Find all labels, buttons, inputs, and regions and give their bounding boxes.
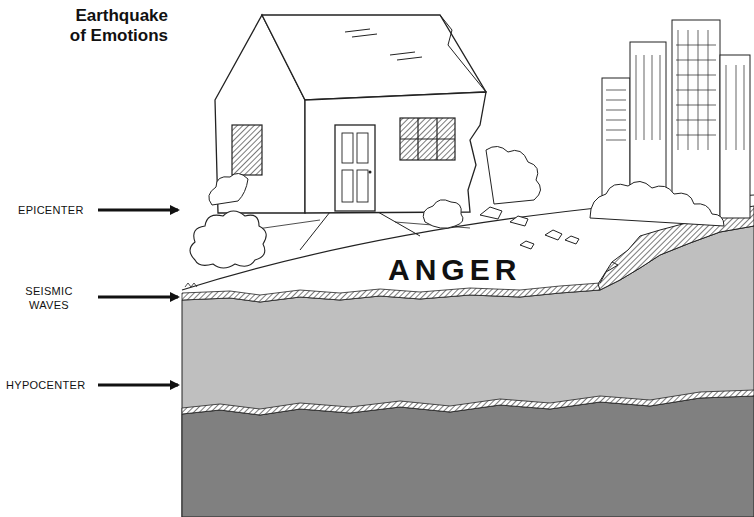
- layer-label: HYPOCENTER: [6, 378, 85, 392]
- diagram-title: Earthquake of Emotions: [62, 6, 168, 46]
- layer-label: EPICENTER: [18, 203, 84, 217]
- layer-label: SEISMIC WAVES: [18, 284, 80, 312]
- emotion-label: ANGER: [388, 254, 521, 286]
